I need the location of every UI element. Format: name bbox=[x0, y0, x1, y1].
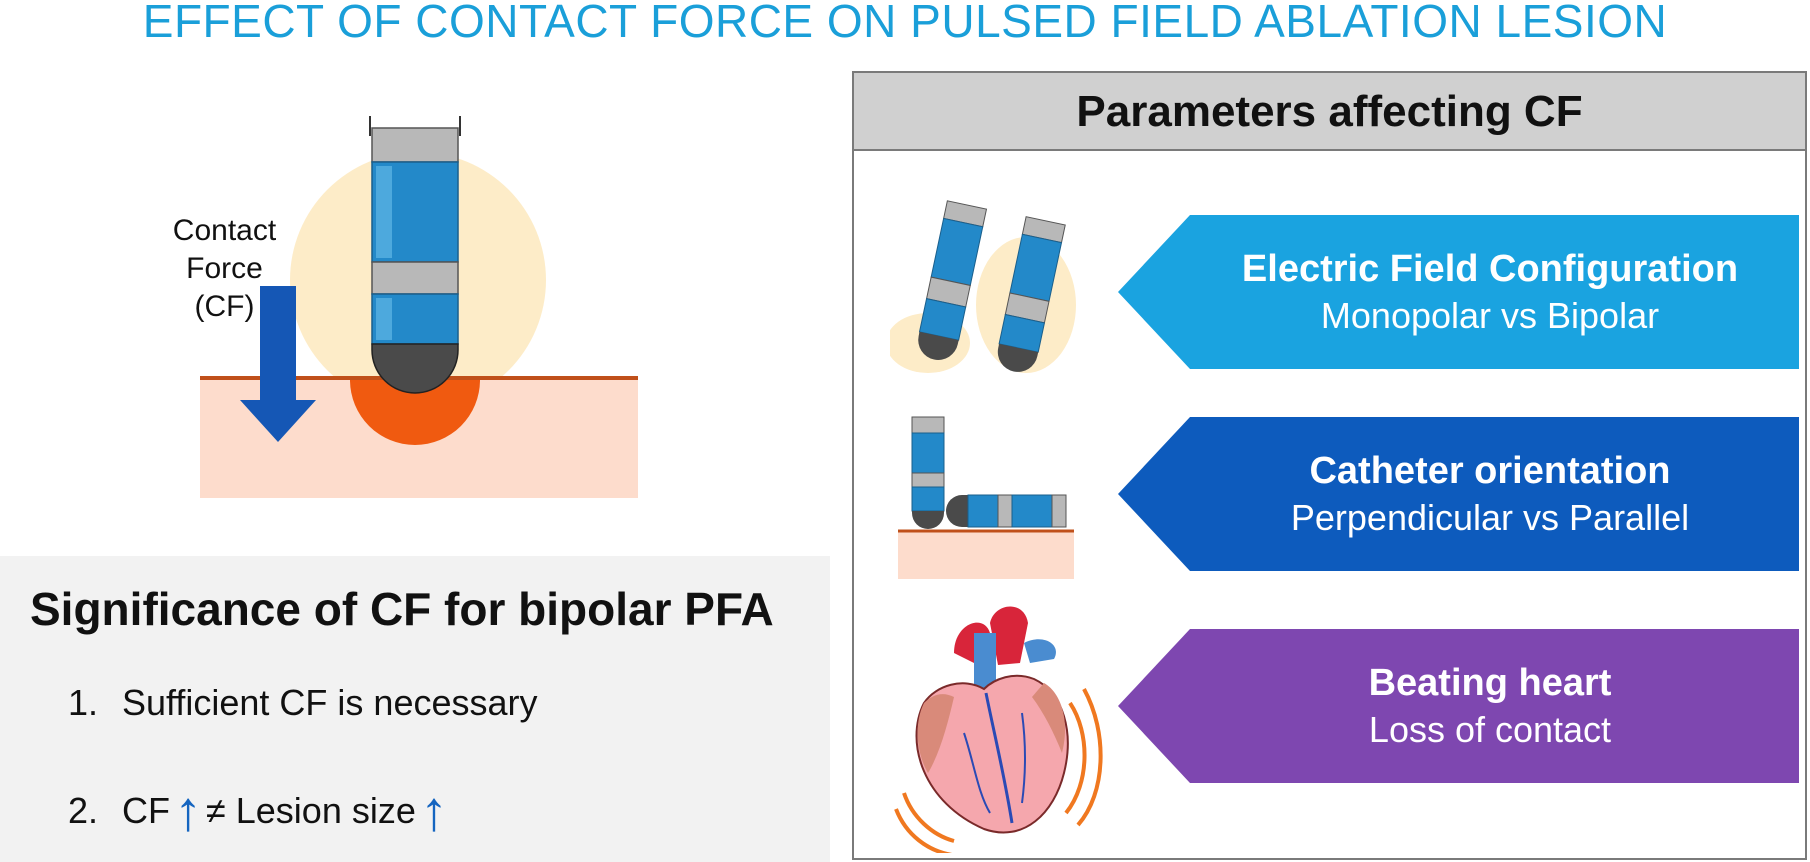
parameter-banner-orientation: Catheter orientation Perpendicular vs Pa… bbox=[1118, 417, 1799, 571]
cf-label-line: Force bbox=[186, 252, 263, 285]
parameter-banner-field: Electric Field Configuration Monopolar v… bbox=[1118, 215, 1799, 369]
significance-item: 2. CF ↑ ≠ Lesion size ↑ bbox=[68, 779, 452, 842]
catheter-icon bbox=[369, 116, 461, 394]
item-text: Sufficient CF is necessary bbox=[122, 682, 538, 723]
up-arrow-icon: ↑ bbox=[419, 779, 448, 842]
item-text-cf: CF bbox=[122, 790, 170, 831]
catheter-orientation-icon bbox=[898, 416, 1074, 579]
cf-label-line: Contact bbox=[172, 214, 277, 247]
significance-title: Significance of CF for bipolar PFA bbox=[30, 583, 774, 635]
banner-subtitle: Monopolar vs Bipolar bbox=[1320, 295, 1660, 336]
lesion-shape bbox=[350, 380, 480, 445]
cf-label-line: (CF) bbox=[194, 290, 255, 323]
banner-subtitle: Loss of contact bbox=[1368, 709, 1612, 750]
item-number: 1. bbox=[68, 682, 99, 723]
banner-subtitle: Perpendicular vs Parallel bbox=[1290, 497, 1690, 538]
page-title: EFFECT OF CONTACT FORCE ON PULSED FIELD … bbox=[142, 0, 1668, 47]
catheter-contact-diagram bbox=[200, 116, 638, 498]
up-arrow-icon: ↑ bbox=[174, 779, 202, 842]
item-text-lesion: ≠ Lesion size bbox=[206, 790, 416, 831]
parameters-panel: Parameters affecting CF bbox=[852, 71, 1807, 860]
catheter-monopolar-bipolar-icon bbox=[890, 200, 1076, 373]
item-number: 2. bbox=[68, 790, 99, 831]
banner-title: Electric Field Configuration bbox=[1241, 248, 1739, 290]
beating-heart-icon bbox=[894, 606, 1103, 853]
contact-force-label: Contact Force (CF) bbox=[152, 212, 297, 326]
banner-title: Catheter orientation bbox=[1309, 450, 1671, 492]
parameter-banner-heart: Beating heart Loss of contact bbox=[1118, 629, 1799, 783]
contact-force-arrow-icon bbox=[240, 286, 316, 442]
significance-panel: Significance of CF for bipolar PFA 1. Su… bbox=[0, 556, 830, 862]
significance-item: 1. Sufficient CF is necessary bbox=[68, 682, 538, 724]
banner-title: Beating heart bbox=[1368, 662, 1612, 704]
parameters-header: Parameters affecting CF bbox=[854, 73, 1805, 151]
